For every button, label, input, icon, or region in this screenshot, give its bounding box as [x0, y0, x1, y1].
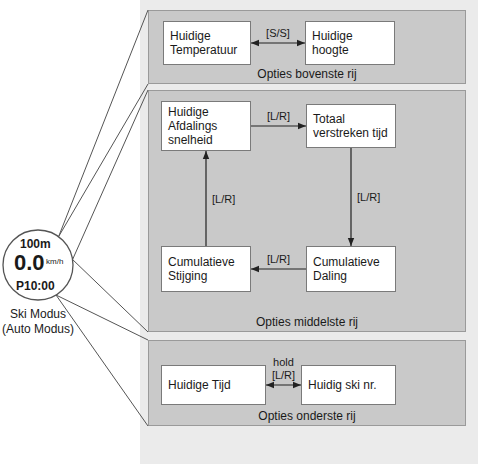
option-label: Totaal verstreken tijd	[313, 112, 389, 140]
option-arrow	[205, 151, 206, 246]
option-box: Huidige Tijd	[161, 365, 266, 405]
option-box: Huidig ski nr.	[301, 365, 396, 405]
mode-caption: Ski Modus (Auto Modus)	[0, 307, 78, 337]
leader-line	[73, 90, 148, 332]
watch-circle	[3, 230, 73, 300]
option-arrow	[251, 42, 305, 43]
option-box: Huidige Afdalings snelheid	[161, 101, 251, 151]
band-caption: Opties bovenste rij	[149, 67, 465, 81]
option-arrow	[266, 384, 301, 385]
option-label: Cumulatieve Daling	[313, 255, 389, 283]
option-label: Cumulatieve Stijging	[168, 255, 244, 283]
leader-line	[56, 295, 148, 426]
band-caption: Opties onderste rij	[149, 409, 465, 423]
option-band: Huidige Temperatuur Huidige hoogteOpties …	[148, 10, 466, 84]
option-label: Huidig ski nr.	[308, 378, 377, 392]
option-arrow	[350, 148, 351, 246]
band-caption: Opties middelste rij	[149, 315, 465, 329]
option-box: Huidige hoogte	[305, 21, 395, 65]
option-arrow	[251, 125, 306, 126]
option-label: Huidige Afdalings snelheid	[168, 105, 244, 147]
option-box: Huidige Temperatuur	[163, 21, 251, 65]
option-label: Huidige Temperatuur	[170, 29, 244, 57]
display-time: P10:00	[16, 280, 55, 292]
option-box: Totaal verstreken tijd	[306, 104, 396, 148]
display-speed: 0.0	[14, 252, 45, 274]
option-band: Huidige Tijd Huidig ski nr. Opties onderst…	[148, 340, 466, 426]
display-unit: km/h	[46, 258, 63, 266]
option-box: Cumulatieve Stijging	[161, 246, 251, 292]
display-altitude: 100m	[20, 238, 51, 250]
option-band: Huidige Afdalings snelheid Totaal verstre…	[148, 90, 466, 332]
watch-face: 100m0.0km/hP10:00Ski Modus (Auto Modus)	[2, 229, 74, 301]
option-label: Huidige Tijd	[168, 378, 231, 392]
option-box: Cumulatieve Daling	[306, 246, 396, 292]
option-label: Huidige hoogte	[312, 29, 388, 57]
options-panel	[140, 0, 478, 464]
option-arrow	[251, 268, 306, 269]
leader-line	[59, 10, 148, 237]
